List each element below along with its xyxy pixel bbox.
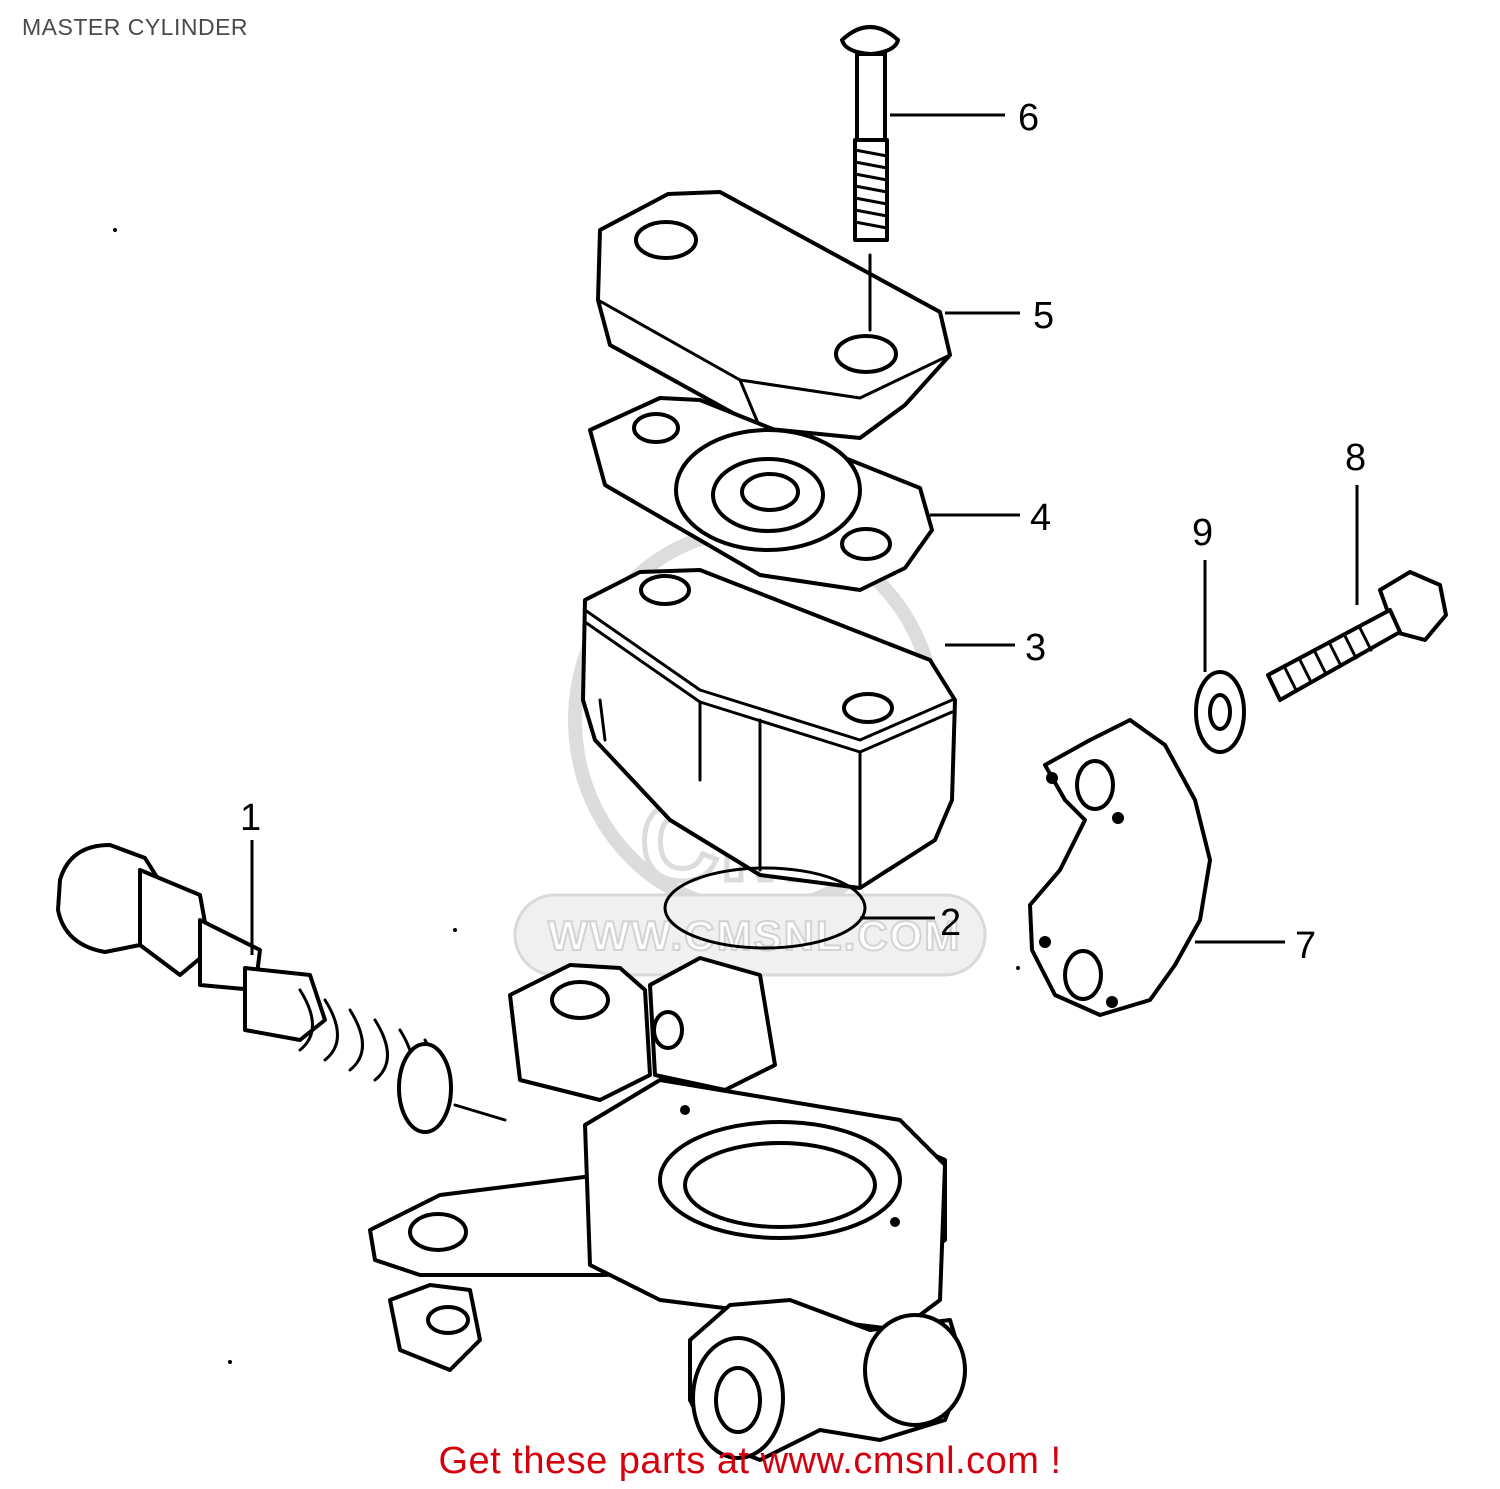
part-5-reservoir-cap (596, 190, 952, 440)
part-2-o-ring (663, 866, 867, 950)
part-3-reservoir (581, 568, 957, 890)
part-6-screw (840, 25, 900, 242)
callout-3: 3 (1025, 627, 1046, 669)
callout-7: 7 (1295, 925, 1316, 967)
part-1-piston (56, 843, 453, 1134)
cap-hole-icon (634, 220, 698, 260)
cap-hole-icon (834, 334, 898, 374)
callouts: 1 2 3 4 5 6 7 8 9 (240, 97, 1366, 967)
master-cylinder-body (368, 956, 967, 1462)
diagram-title: MASTER CYLINDER (22, 14, 249, 40)
part-8-bolt (1266, 570, 1448, 702)
part-7-clamp (1028, 718, 1212, 1017)
scan-specks (113, 228, 1020, 1364)
watermark-url: WWW.CMSNL.COM (548, 912, 961, 959)
callout-4: 4 (1030, 497, 1051, 539)
callout-6: 6 (1018, 97, 1039, 139)
leader-lines (250, 113, 1359, 955)
callout-8: 8 (1345, 437, 1366, 479)
callout-1: 1 (240, 797, 261, 839)
callout-2: 2 (940, 902, 961, 944)
callout-9: 9 (1192, 512, 1213, 554)
footer-link[interactable]: Get these parts at www.cmsnl.com ! (438, 1440, 1062, 1482)
part-9-washer (1194, 670, 1246, 754)
part-4-diaphragm (588, 396, 934, 592)
callout-5: 5 (1033, 295, 1054, 337)
